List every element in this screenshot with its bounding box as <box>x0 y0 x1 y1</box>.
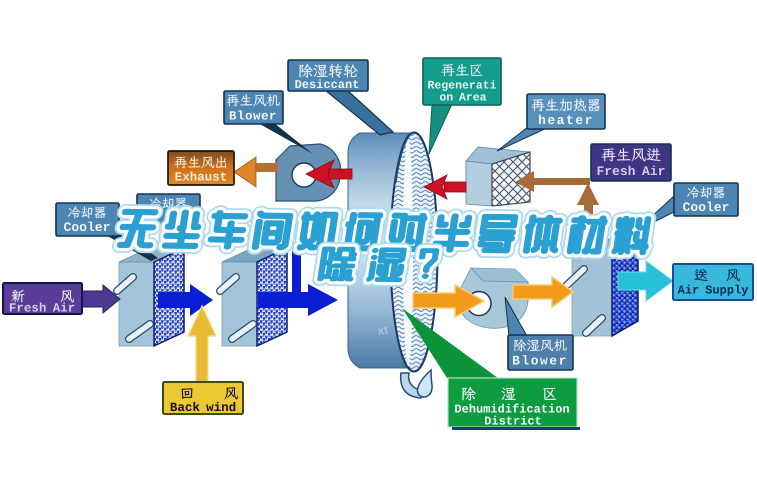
svg-text:xt: xt <box>376 323 389 338</box>
